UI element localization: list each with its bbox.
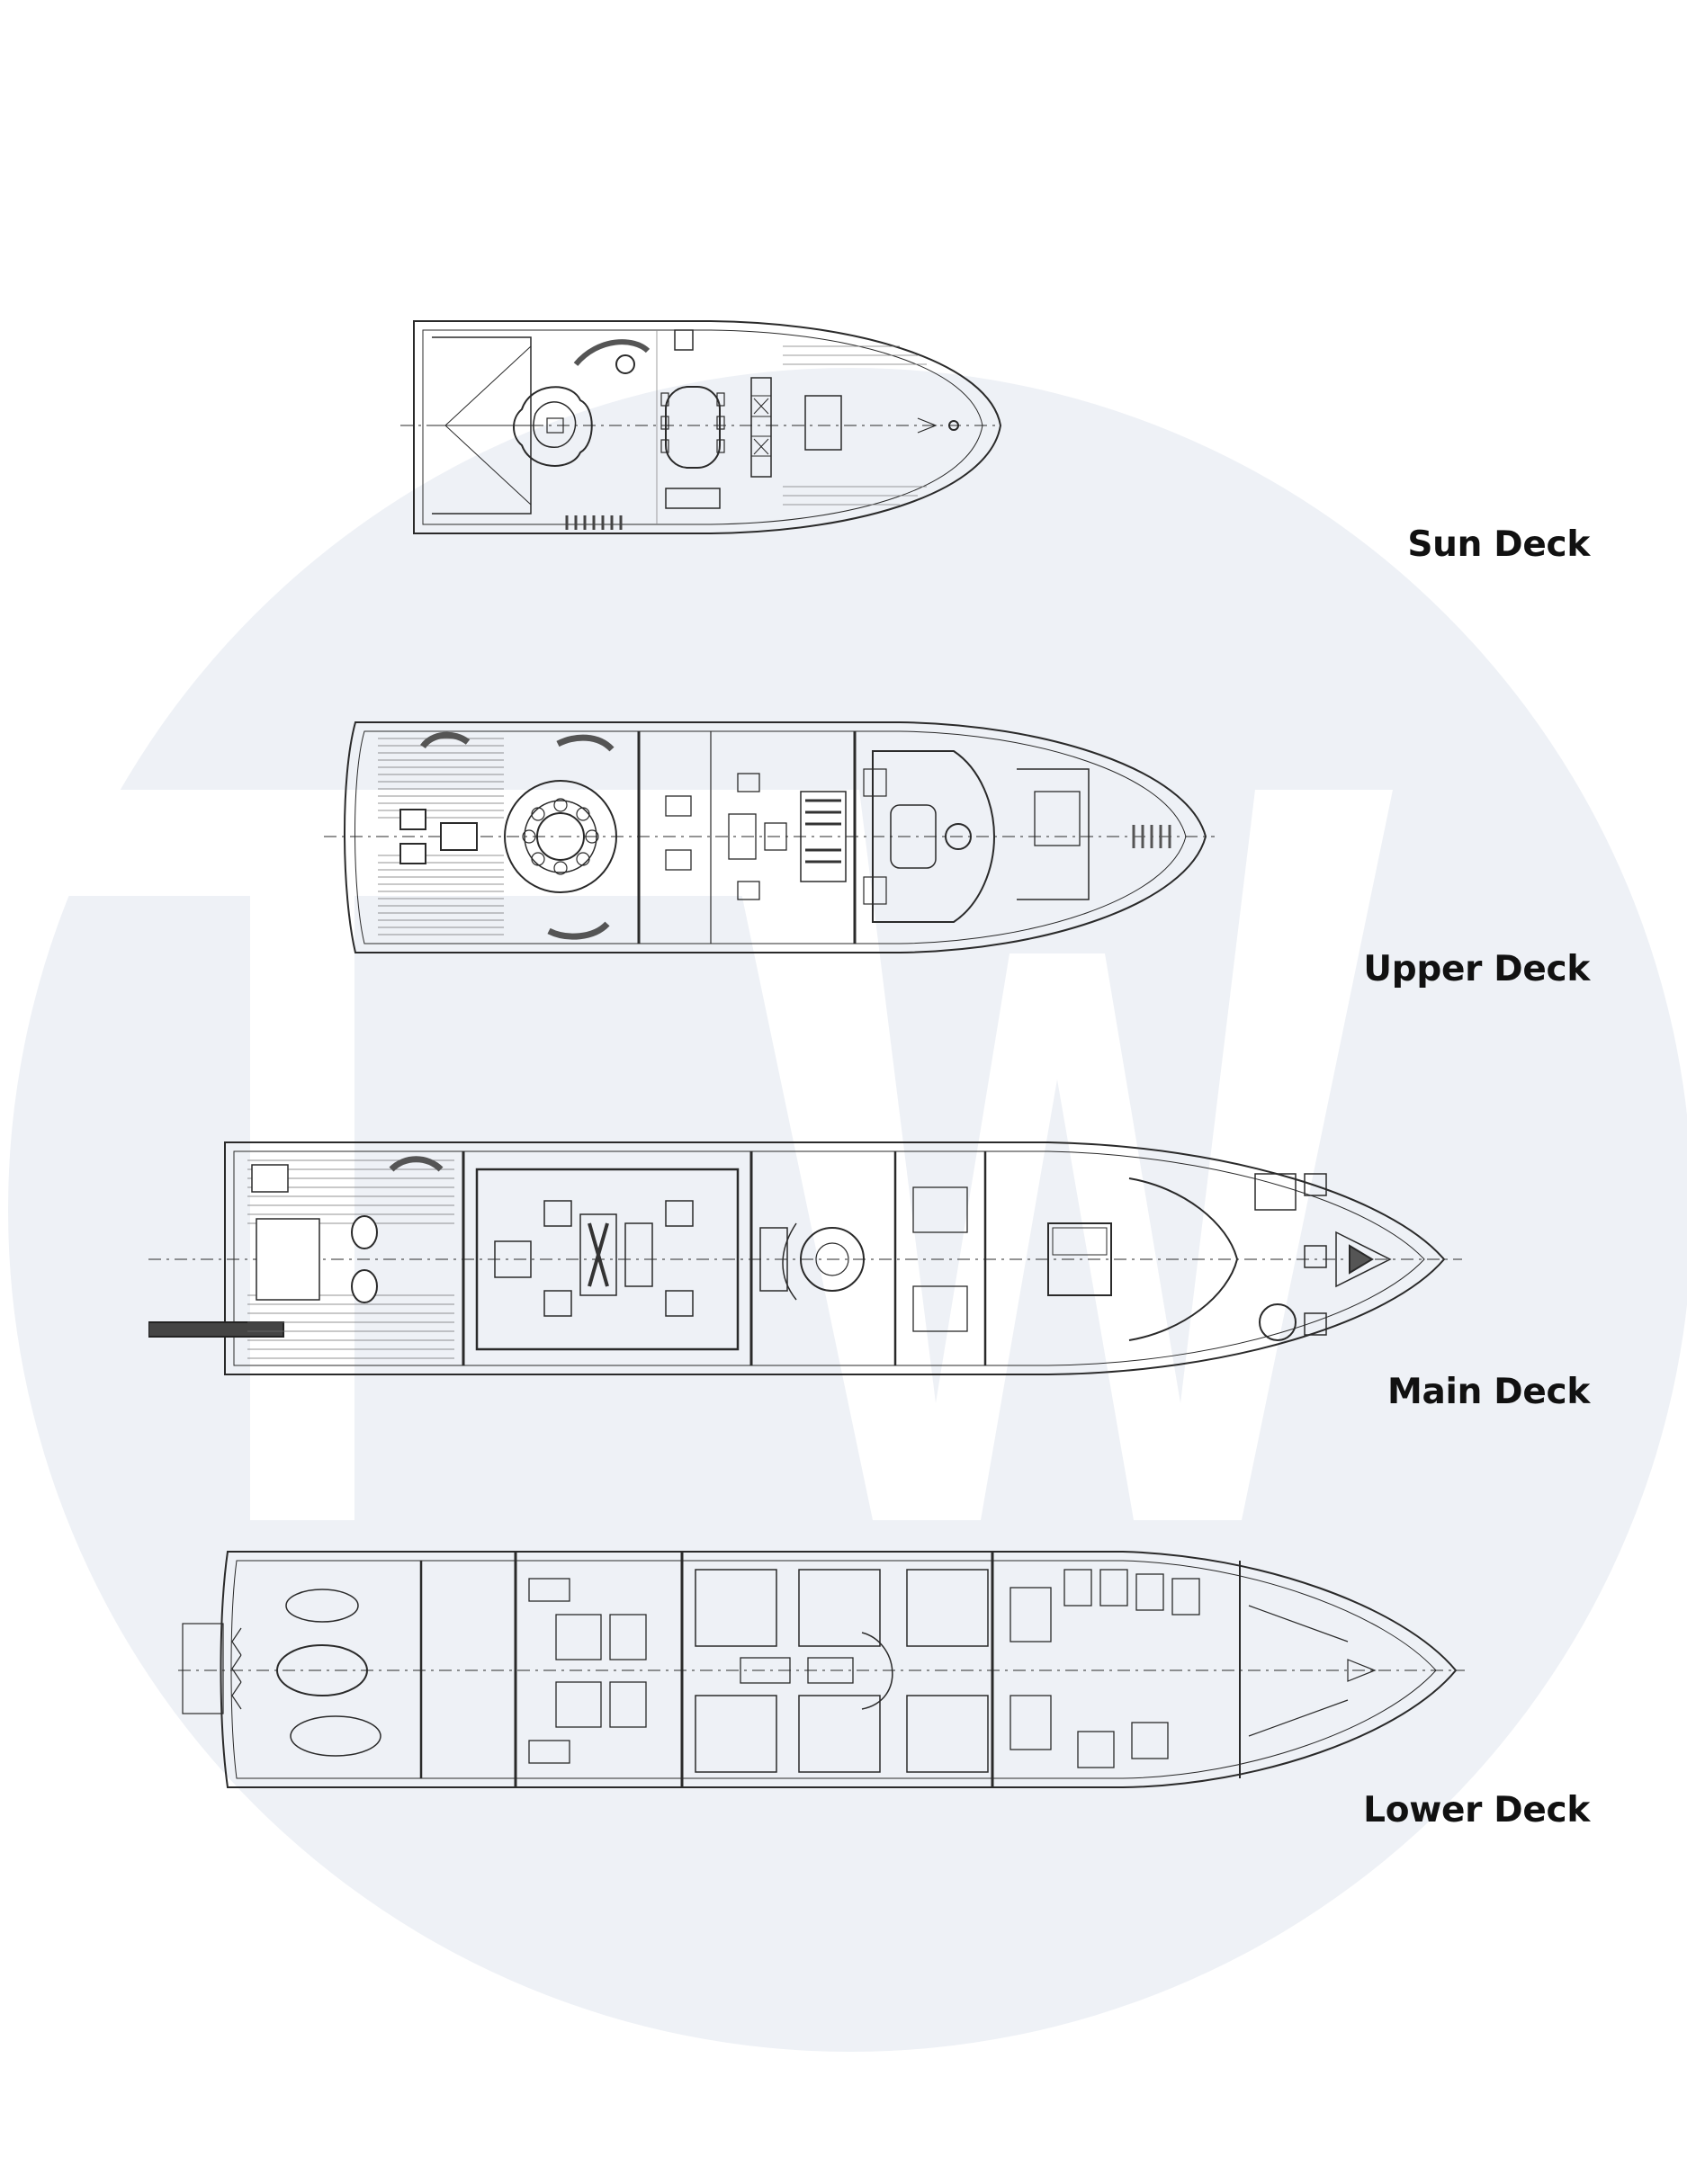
lower-deck-label: Lower Deck bbox=[1363, 1790, 1590, 1830]
sun-deck-plan bbox=[396, 310, 1008, 558]
main-deck-label: Main Deck bbox=[1386, 1372, 1590, 1412]
upper-deck-plan bbox=[324, 715, 1215, 962]
sun-deck-label: Sun Deck bbox=[1407, 524, 1590, 565]
main-deck-plan bbox=[148, 1133, 1462, 1381]
upper-deck-label: Upper Deck bbox=[1363, 949, 1590, 989]
lower-deck-plan bbox=[178, 1543, 1465, 1799]
